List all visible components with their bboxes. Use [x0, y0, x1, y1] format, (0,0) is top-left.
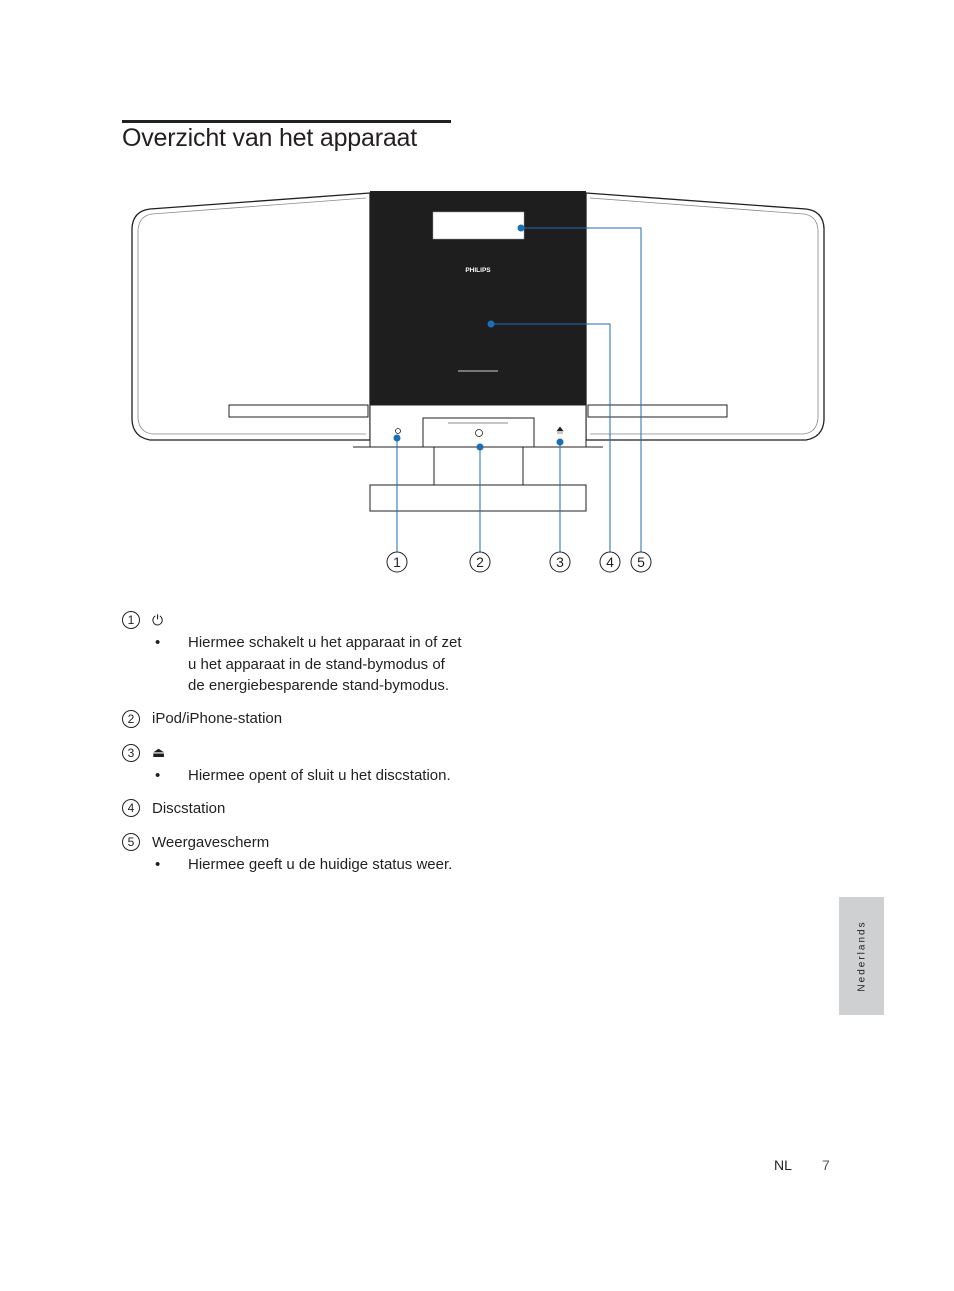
left-speaker: [131, 192, 371, 441]
item-number: 1: [122, 611, 140, 629]
item-label: Weergavescherm: [152, 833, 270, 851]
list-item: 4 Discstation: [122, 796, 462, 820]
item-description: Hiermee opent of sluit u het discstation…: [188, 766, 451, 784]
title-rule: [122, 120, 451, 123]
footer-language: NL: [774, 1157, 792, 1173]
callout-3: [549, 551, 571, 573]
item-number: 4: [122, 799, 140, 817]
list-item: 3 ⏏ •Hiermee opent of sluit u het discst…: [122, 741, 462, 787]
display-screen: [432, 211, 525, 240]
item-number: 5: [122, 833, 140, 851]
item-number: 2: [122, 709, 140, 728]
power-button: [395, 428, 401, 434]
page-title: Overzicht van het apparaat: [122, 124, 417, 152]
eject-button: [556, 426, 564, 434]
item-description: Hiermee geeft u de huidige status weer.: [188, 856, 453, 873]
item-number: 3: [122, 743, 140, 762]
component-list: 1 ⏻ •Hiermee schakelt u het apparaat in …: [122, 608, 462, 886]
callout-label-1: 1: [393, 554, 401, 570]
callout-label-3: 3: [556, 554, 564, 570]
language-tab-label: Nederlands: [856, 920, 867, 992]
callout-label-5: 5: [637, 554, 645, 570]
callout-1: [386, 551, 408, 573]
dock-button: [475, 429, 483, 437]
eject-icon: ⏏: [152, 744, 166, 760]
left-grille-bar: [228, 404, 369, 418]
list-item: 2 iPod/iPhone-station: [122, 707, 462, 731]
callout-2: [469, 551, 491, 573]
item-label: iPod/iPhone-station: [152, 710, 283, 727]
item-label: Discstation: [152, 799, 226, 817]
list-item: 1 ⏻ •Hiermee schakelt u het apparaat in …: [122, 608, 462, 697]
page-number: 7: [822, 1157, 830, 1173]
stand-base: [369, 484, 587, 512]
power-icon: ⏻: [152, 611, 164, 628]
right-speaker: [585, 192, 825, 441]
brand-logo: PHILIPS: [465, 267, 491, 274]
stand-neck: [433, 447, 524, 491]
callout-label-4: 4: [606, 554, 614, 570]
callout-4: [599, 551, 621, 573]
dock-slot: [422, 417, 535, 448]
callout-5: [630, 551, 652, 573]
callout-label-2: 2: [476, 554, 484, 570]
language-tab: Nederlands: [839, 897, 884, 1015]
list-item: 5 Weergavescherm •Hiermee geeft u de hui…: [122, 830, 462, 876]
right-grille-bar: [587, 404, 728, 418]
device-diagram: PHILIPS 1 2 3 4 5: [131, 191, 825, 573]
item-description: Hiermee schakelt u het apparaat in of ze…: [188, 634, 462, 694]
